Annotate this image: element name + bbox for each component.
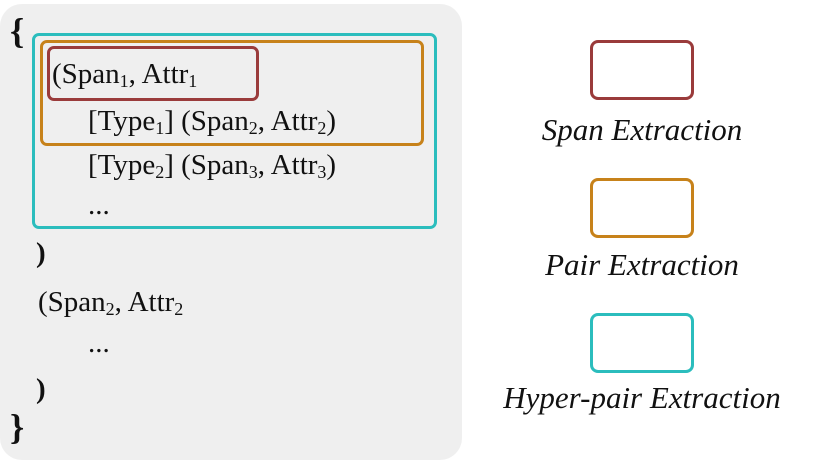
close-brace: } xyxy=(10,407,25,447)
hyper-pair-extraction-box xyxy=(32,33,437,229)
attr-text: , Attr xyxy=(257,149,318,181)
type-subscript: 1 xyxy=(155,118,165,138)
type-text: [Type xyxy=(88,105,156,137)
attr-text: , Attr xyxy=(114,286,175,318)
span-extraction-box xyxy=(47,46,259,101)
ellipsis-2: ... xyxy=(88,327,110,359)
open-paren: ( xyxy=(52,58,62,90)
type-text: [Type xyxy=(88,149,156,181)
type-subscript: 2 xyxy=(155,162,165,182)
attr-subscript: 2 xyxy=(174,299,184,319)
span-subscript: 2 xyxy=(248,118,258,138)
line-span2-attr2: (Span2, Attr2 xyxy=(38,285,183,319)
line-span1-attr1: (Span1, Attr1 xyxy=(52,57,197,91)
line-type2-span3: [Type2] (Span3, Attr3) xyxy=(88,148,336,182)
line-type1-span2: [Type1] (Span2, Attr2) xyxy=(88,104,336,138)
attr-subscript: 3 xyxy=(317,162,327,182)
pair-extraction-box xyxy=(40,40,424,146)
close-paren-1: ) xyxy=(36,237,46,269)
span-text: Span xyxy=(47,286,106,318)
open-brace: { xyxy=(10,11,25,51)
legend-swatch-pair xyxy=(590,178,694,238)
legend-label-span: Span Extraction xyxy=(541,112,743,147)
attr-text: , Attr xyxy=(128,58,189,90)
close-paren: ) xyxy=(326,149,337,181)
structure-panel xyxy=(0,4,462,460)
span-subscript: 1 xyxy=(119,71,129,91)
attr-subscript: 2 xyxy=(317,118,327,138)
attr-text: , Attr xyxy=(257,105,318,137)
open-paren: ( xyxy=(38,286,48,318)
span-text: ] (Span xyxy=(164,105,249,137)
span-subscript: 2 xyxy=(105,299,115,319)
span-text: ] (Span xyxy=(164,149,249,181)
legend-swatch-hyper xyxy=(590,313,694,373)
legend-label-hyper: Hyper-pair Extraction xyxy=(503,380,781,415)
legend-label-pair: Pair Extraction xyxy=(545,247,739,282)
attr-subscript: 1 xyxy=(188,71,198,91)
span-subscript: 3 xyxy=(248,162,258,182)
legend-swatch-span xyxy=(590,40,694,100)
ellipsis-1: ... xyxy=(88,189,110,221)
span-text: Span xyxy=(61,58,120,90)
close-paren-2: ) xyxy=(36,373,46,405)
close-paren: ) xyxy=(326,105,337,137)
